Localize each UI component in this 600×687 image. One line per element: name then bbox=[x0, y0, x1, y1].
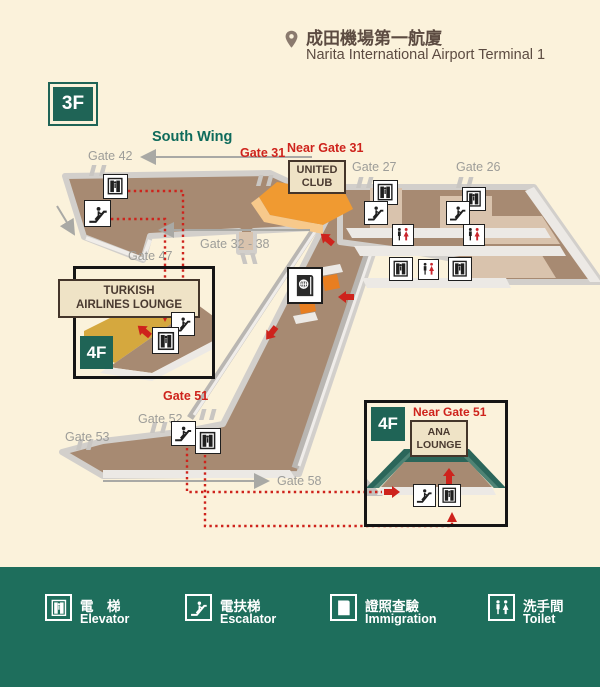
legend-elevator-en: Elevator bbox=[80, 612, 130, 626]
legend-immigration-en: Immigration bbox=[365, 612, 437, 626]
escalator-icon bbox=[171, 421, 196, 446]
floor-badge-4f-ana: 4F bbox=[371, 407, 405, 441]
legend-elevator-zh: 電 梯 bbox=[80, 599, 121, 614]
toilet-icon bbox=[392, 224, 414, 246]
turkish-lounge-line2: AIRLINES LOUNGE bbox=[75, 298, 183, 311]
page-title-en: Narita International Airport Terminal 1 bbox=[306, 47, 546, 63]
near-gate-31-label: Near Gate 31 bbox=[287, 141, 364, 155]
ana-lounge-inset-frame bbox=[364, 400, 508, 527]
ana-lounge-label: ANA LOUNGE bbox=[410, 420, 468, 457]
elevator-icon bbox=[438, 484, 461, 507]
legend-bar: 電 梯 Elevator 電扶梯 Escalator 證照查驗 Immigrat… bbox=[0, 567, 600, 687]
united-club-text: UNITED CLUB bbox=[296, 164, 338, 189]
escalator-icon bbox=[84, 200, 111, 227]
turkish-lounge-line1: TURKISH bbox=[103, 285, 155, 298]
elevator-icon bbox=[152, 327, 179, 354]
escalator-icon bbox=[413, 484, 436, 507]
ana-lounge-line2: LOUNGE bbox=[416, 438, 462, 451]
gate-31-label: Gate 31 bbox=[240, 146, 286, 160]
near-gate-51-label: Near Gate 51 bbox=[413, 405, 487, 419]
south-wing-label: South Wing bbox=[152, 129, 233, 145]
elevator-icon bbox=[45, 594, 72, 621]
floor-badge-3f-label: 3F bbox=[53, 87, 93, 121]
elevator-icon bbox=[195, 428, 221, 454]
escalator-icon bbox=[446, 201, 470, 225]
immigration-icon bbox=[330, 594, 357, 621]
toilet-icon bbox=[488, 594, 515, 621]
gate-26-label: Gate 26 bbox=[456, 160, 501, 174]
gate-47-label: Gate 47 bbox=[128, 249, 173, 263]
page-title-zh: 成田機場第一航廈 bbox=[306, 29, 442, 48]
elevator-icon bbox=[389, 257, 413, 281]
elevator-icon bbox=[103, 174, 128, 199]
turkish-lounge-inset-frame bbox=[73, 266, 215, 379]
legend-immigration-zh: 證照查驗 bbox=[365, 599, 419, 614]
floor-badge-3f: 3F bbox=[48, 82, 98, 126]
toilet-icon bbox=[418, 259, 439, 280]
gate-27-label: Gate 27 bbox=[352, 160, 397, 174]
ana-lounge-line1: ANA bbox=[427, 426, 451, 439]
legend-toilet-zh: 洗手間 bbox=[523, 599, 564, 614]
gate-58-label: Gate 58 bbox=[277, 474, 322, 488]
immigration-icon bbox=[287, 267, 323, 304]
legend-escalator-zh: 電扶梯 bbox=[220, 599, 261, 614]
escalator-icon bbox=[364, 201, 388, 225]
escalator-icon bbox=[185, 594, 212, 621]
gate-51-label: Gate 51 bbox=[163, 389, 209, 403]
gate-53-label: Gate 53 bbox=[65, 430, 110, 444]
turkish-airlines-lounge-label: TURKISH AIRLINES LOUNGE bbox=[58, 279, 200, 318]
floor-badge-4f-turkish: 4F bbox=[80, 336, 113, 369]
united-club-label: UNITED CLUB bbox=[288, 160, 346, 194]
gate-42-label: Gate 42 bbox=[88, 149, 133, 163]
legend-toilet-en: Toilet bbox=[523, 612, 556, 626]
gate-32-38-label: Gate 32 - 38 bbox=[200, 237, 270, 251]
elevator-icon bbox=[462, 187, 486, 211]
legend-escalator-en: Escalator bbox=[220, 612, 277, 626]
toilet-icon bbox=[463, 224, 485, 246]
elevator-icon bbox=[448, 257, 472, 281]
